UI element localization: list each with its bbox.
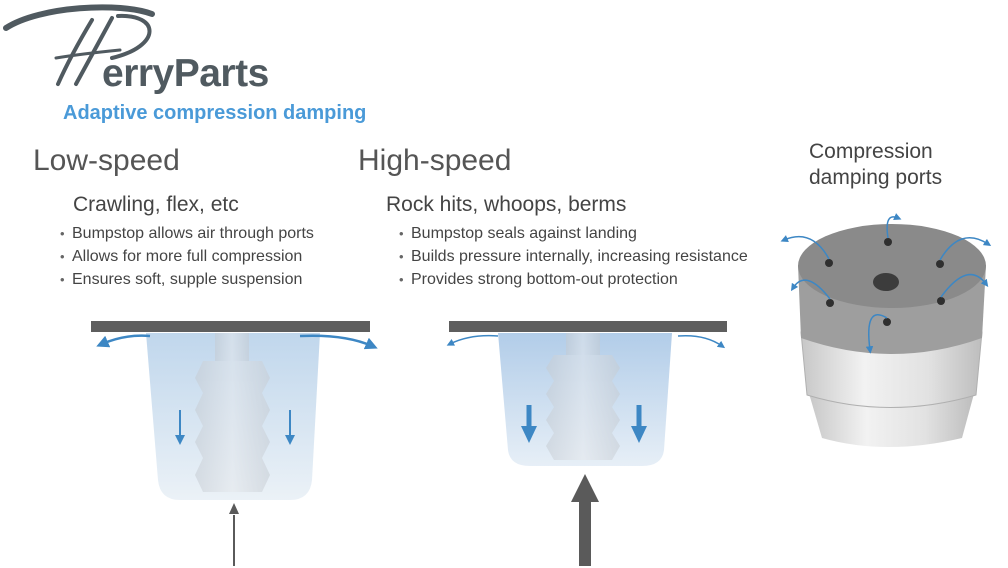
high-speed-impact-head	[571, 474, 599, 502]
logo-bowl	[110, 13, 152, 60]
high-speed-bumpstop	[546, 333, 620, 460]
high-speed-plate	[449, 321, 727, 332]
port-air-arrow	[780, 235, 830, 260]
high-speed-bullet: •Bumpstop seals against landing	[399, 225, 637, 242]
high-speed-flow-head	[631, 426, 647, 443]
port-air-arrow	[939, 237, 992, 261]
bumpstop-middle-band	[800, 331, 983, 408]
high-speed-diagram	[446, 321, 727, 566]
damping-port	[883, 318, 891, 326]
bumpstop-top-face	[798, 224, 986, 308]
low-speed-bullets: •Bumpstop allows air through ports •Allo…	[60, 222, 314, 291]
high-speed-impact-arrow	[579, 500, 591, 566]
low-speed-cup	[146, 333, 320, 500]
low-speed-diagram	[91, 321, 378, 566]
high-speed-flow-head	[521, 426, 537, 443]
damping-port	[936, 260, 944, 268]
high-speed-bullets: •Bumpstop seals against landing •Builds …	[399, 222, 748, 291]
port-air-arrows	[780, 213, 992, 354]
low-speed-title: Low-speed	[33, 144, 180, 177]
ports-label-line1: Compression	[809, 140, 933, 163]
low-speed-bumpstop	[195, 333, 270, 492]
logo-stroke-left	[56, 18, 94, 86]
logo-wordmark: erryParts	[102, 52, 269, 95]
damping-port	[826, 299, 834, 307]
high-speed-title: High-speed	[358, 144, 512, 177]
damping-port	[825, 259, 833, 267]
low-speed-bullet: •Allows for more full compression	[60, 248, 303, 265]
low-speed-impact-head	[229, 503, 239, 514]
port-air-arrow	[886, 213, 902, 239]
tagline: Adaptive compression damping	[63, 102, 367, 124]
high-speed-air-left	[446, 334, 499, 346]
bumpstop-center-hole	[873, 273, 899, 291]
port-air-arrow	[865, 314, 888, 354]
low-speed-plate	[91, 321, 370, 332]
bumpstop-3d	[780, 213, 992, 447]
bumpstop-top-band	[798, 265, 986, 354]
ports-label: Compression damping ports	[809, 139, 942, 191]
high-speed-cup	[498, 333, 672, 466]
ports-label-line2: damping ports	[809, 166, 943, 189]
high-speed-subtitle: Rock hits, whoops, berms	[386, 193, 627, 216]
low-speed-subtitle: Crawling, flex, etc	[73, 193, 239, 216]
damping-port	[884, 238, 892, 246]
port-air-arrow	[790, 279, 831, 300]
high-speed-bullet: •Provides strong bottom-out protection	[399, 271, 678, 288]
damping-port	[937, 297, 945, 305]
high-speed-bullet: •Builds pressure internally, increasing …	[399, 248, 748, 265]
low-speed-air-right	[299, 334, 378, 350]
low-speed-bullet: •Ensures soft, supple suspension	[60, 271, 303, 288]
bumpstop-lower-body	[808, 390, 975, 447]
high-speed-air-right	[677, 334, 726, 349]
low-speed-air-left	[96, 334, 151, 348]
perryparts-logo	[3, 4, 155, 86]
low-speed-bullet: •Bumpstop allows air through ports	[60, 225, 314, 242]
logo-crossbar	[54, 48, 122, 60]
port-air-arrow	[940, 273, 989, 298]
logo-swoosh-top	[3, 4, 155, 31]
damping-ports	[825, 238, 945, 326]
